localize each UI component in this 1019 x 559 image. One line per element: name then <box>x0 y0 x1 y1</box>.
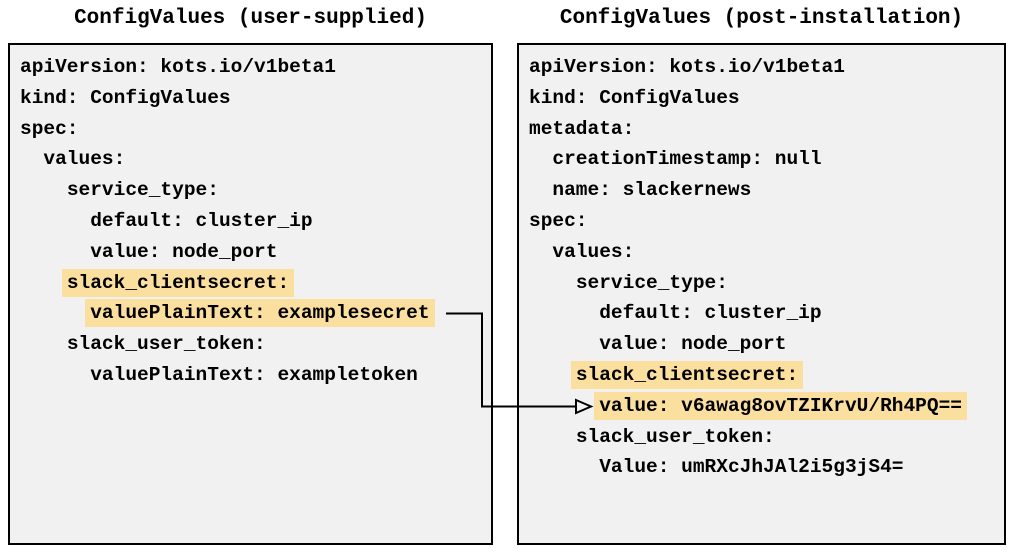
code-line: service_type: <box>529 268 1004 299</box>
code-line: value: node_port <box>20 237 491 268</box>
code-line: apiVersion: kots.io/v1beta1 <box>20 52 491 83</box>
highlighted-code-text: valuePlainText: examplesecret <box>85 299 435 328</box>
code-text: apiVersion: kots.io/v1beta1 <box>20 56 336 78</box>
code-line: default: cluster_ip <box>20 206 491 237</box>
code-text: Value: umRXcJhJAl2i5g3jS4= <box>599 456 904 479</box>
code-text: name: slackernews <box>552 179 752 202</box>
highlighted-code-text: slack_clientsecret: <box>61 268 295 297</box>
code-text: value: node_port <box>599 333 787 356</box>
highlighted-code-text: value: v6awag8ovTZIKrvU/Rh4PQ== <box>594 391 967 420</box>
code-line: service_type: <box>20 175 491 206</box>
code-line: metadata: <box>529 114 1004 145</box>
code-line: apiVersion: kots.io/v1beta1 <box>529 52 1004 83</box>
code-text: kind: ConfigValues <box>20 86 231 109</box>
panel-title-user-supplied: ConfigValues (user-supplied) <box>74 7 427 30</box>
highlighted-code-text: slack_clientsecret: <box>570 360 804 389</box>
panel-title-post-installation: ConfigValues (post-installation) <box>559 7 964 30</box>
code-text: spec: <box>529 209 588 232</box>
code-block-user-supplied: apiVersion: kots.io/v1beta1 kind: ConfigV… <box>10 45 491 391</box>
code-text: apiVersion: kots.io/v1beta1 <box>529 56 845 78</box>
code-line: kind: ConfigValues <box>529 83 1004 114</box>
code-line: name: slackernews <box>529 175 1004 206</box>
code-line: Value: umRXcJhJAl2i5g3jS4= <box>529 452 1004 483</box>
code-block-post-installation: apiVersion: kots.io/v1beta1 kind: ConfigV… <box>519 45 1004 483</box>
code-line: valuePlainText: examplesecret <box>20 298 491 329</box>
code-line: values: <box>529 237 1004 268</box>
code-line: valuePlainText: exampletoken <box>20 360 491 391</box>
code-text: default: cluster_ip <box>599 302 822 325</box>
code-text: slack_user_token: <box>575 425 775 448</box>
code-text: service_type: <box>66 179 219 202</box>
code-line: slack_clientsecret: <box>20 268 491 299</box>
code-line: value: v6awag8ovTZIKrvU/Rh4PQ== <box>529 391 1004 422</box>
code-text: metadata: <box>529 117 635 140</box>
code-text: spec: <box>20 117 79 140</box>
code-line: slack_user_token: <box>529 422 1004 453</box>
code-text: creationTimestamp: null <box>552 148 822 171</box>
code-line: default: cluster_ip <box>529 298 1004 329</box>
code-line: kind: ConfigValues <box>20 83 491 114</box>
code-line: slack_clientsecret: <box>529 360 1004 391</box>
code-text: slack_user_token: <box>66 333 266 356</box>
code-line: slack_user_token: <box>20 329 491 360</box>
code-text: value: node_port <box>90 240 278 263</box>
code-line: creationTimestamp: null <box>529 144 1004 175</box>
code-line: spec: <box>529 206 1004 237</box>
panel-user-supplied: apiVersion: kots.io/v1beta1 kind: ConfigV… <box>8 43 493 545</box>
code-line: value: node_port <box>529 329 1004 360</box>
panel-post-installation: apiVersion: kots.io/v1beta1 kind: ConfigV… <box>517 43 1006 545</box>
code-text: default: cluster_ip <box>90 209 313 232</box>
code-text: values: <box>43 148 126 171</box>
code-text: valuePlainText: exampletoken <box>90 363 418 386</box>
code-line: values: <box>20 144 491 175</box>
code-text: service_type: <box>575 271 728 294</box>
code-text: kind: ConfigValues <box>529 86 740 109</box>
code-line: spec: <box>20 114 491 145</box>
code-text: values: <box>552 240 635 263</box>
